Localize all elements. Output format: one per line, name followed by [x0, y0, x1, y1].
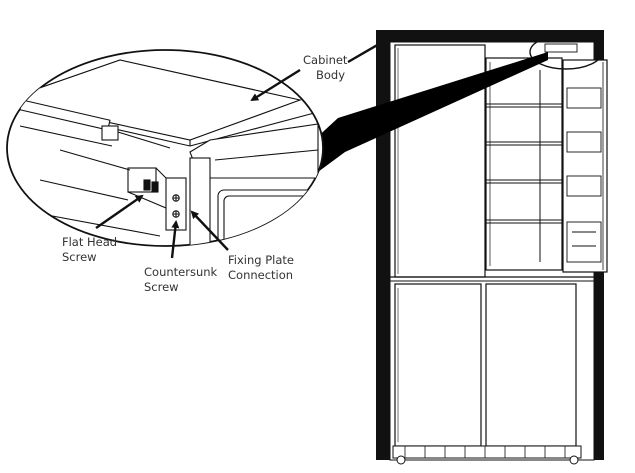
door-bins — [566, 87, 602, 263]
wheel-right — [569, 455, 579, 465]
zoom-funnel — [262, 52, 548, 200]
shelves — [486, 70, 562, 262]
label-line: Body — [316, 68, 345, 82]
fridge-base — [392, 445, 582, 459]
flat-head-screw-arrow — [95, 194, 144, 229]
label-line: Screw — [144, 280, 179, 294]
label-cabinet-body: Cabinet Body — [303, 53, 351, 82]
wheel-left — [396, 455, 406, 465]
flat-head-screw — [151, 181, 159, 193]
label-fixing-plate-connection: Fixing Plate Connection — [228, 253, 298, 282]
door-inner-panel-2 — [223, 195, 323, 246]
fridge-compartment — [485, 57, 563, 271]
label-line: Screw — [62, 250, 97, 264]
door-bin — [566, 87, 602, 109]
cabinet-body-arrow-2 — [347, 38, 388, 64]
door-bin — [566, 131, 602, 153]
label-line: Flat Head — [62, 235, 117, 249]
flat-head-screw — [143, 179, 151, 191]
label-line: Connection — [228, 268, 293, 282]
top-hinge — [544, 43, 578, 53]
hinge-body — [127, 167, 157, 193]
fixing-plate-arrow — [190, 210, 229, 251]
label-countersunk-screw: Countersunk Screw — [144, 265, 221, 294]
hinge-bracket — [101, 125, 119, 141]
door-inner-panel — [217, 189, 323, 246]
hinge-highlight-circle — [529, 34, 603, 70]
cabinet-body-arrow — [250, 68, 301, 102]
base-grille — [404, 446, 566, 458]
label-line: Fixing Plate — [228, 253, 294, 267]
label-line: Countersunk — [144, 265, 218, 279]
cabinet-top-plane — [7, 59, 302, 141]
door-bin — [566, 175, 602, 197]
lower-left-drawer — [394, 283, 482, 447]
label-flat-head-screw: Flat Head Screw — [62, 235, 121, 264]
label-line: Cabinet — [303, 53, 348, 67]
door-bin — [566, 221, 602, 263]
lower-right-drawer — [485, 283, 577, 447]
refrigerator — [376, 30, 608, 465]
cabinet-body-wall-left — [376, 30, 390, 460]
cabinet-body-wall-top — [376, 30, 604, 42]
countersunk-screw-arrow — [170, 220, 180, 259]
